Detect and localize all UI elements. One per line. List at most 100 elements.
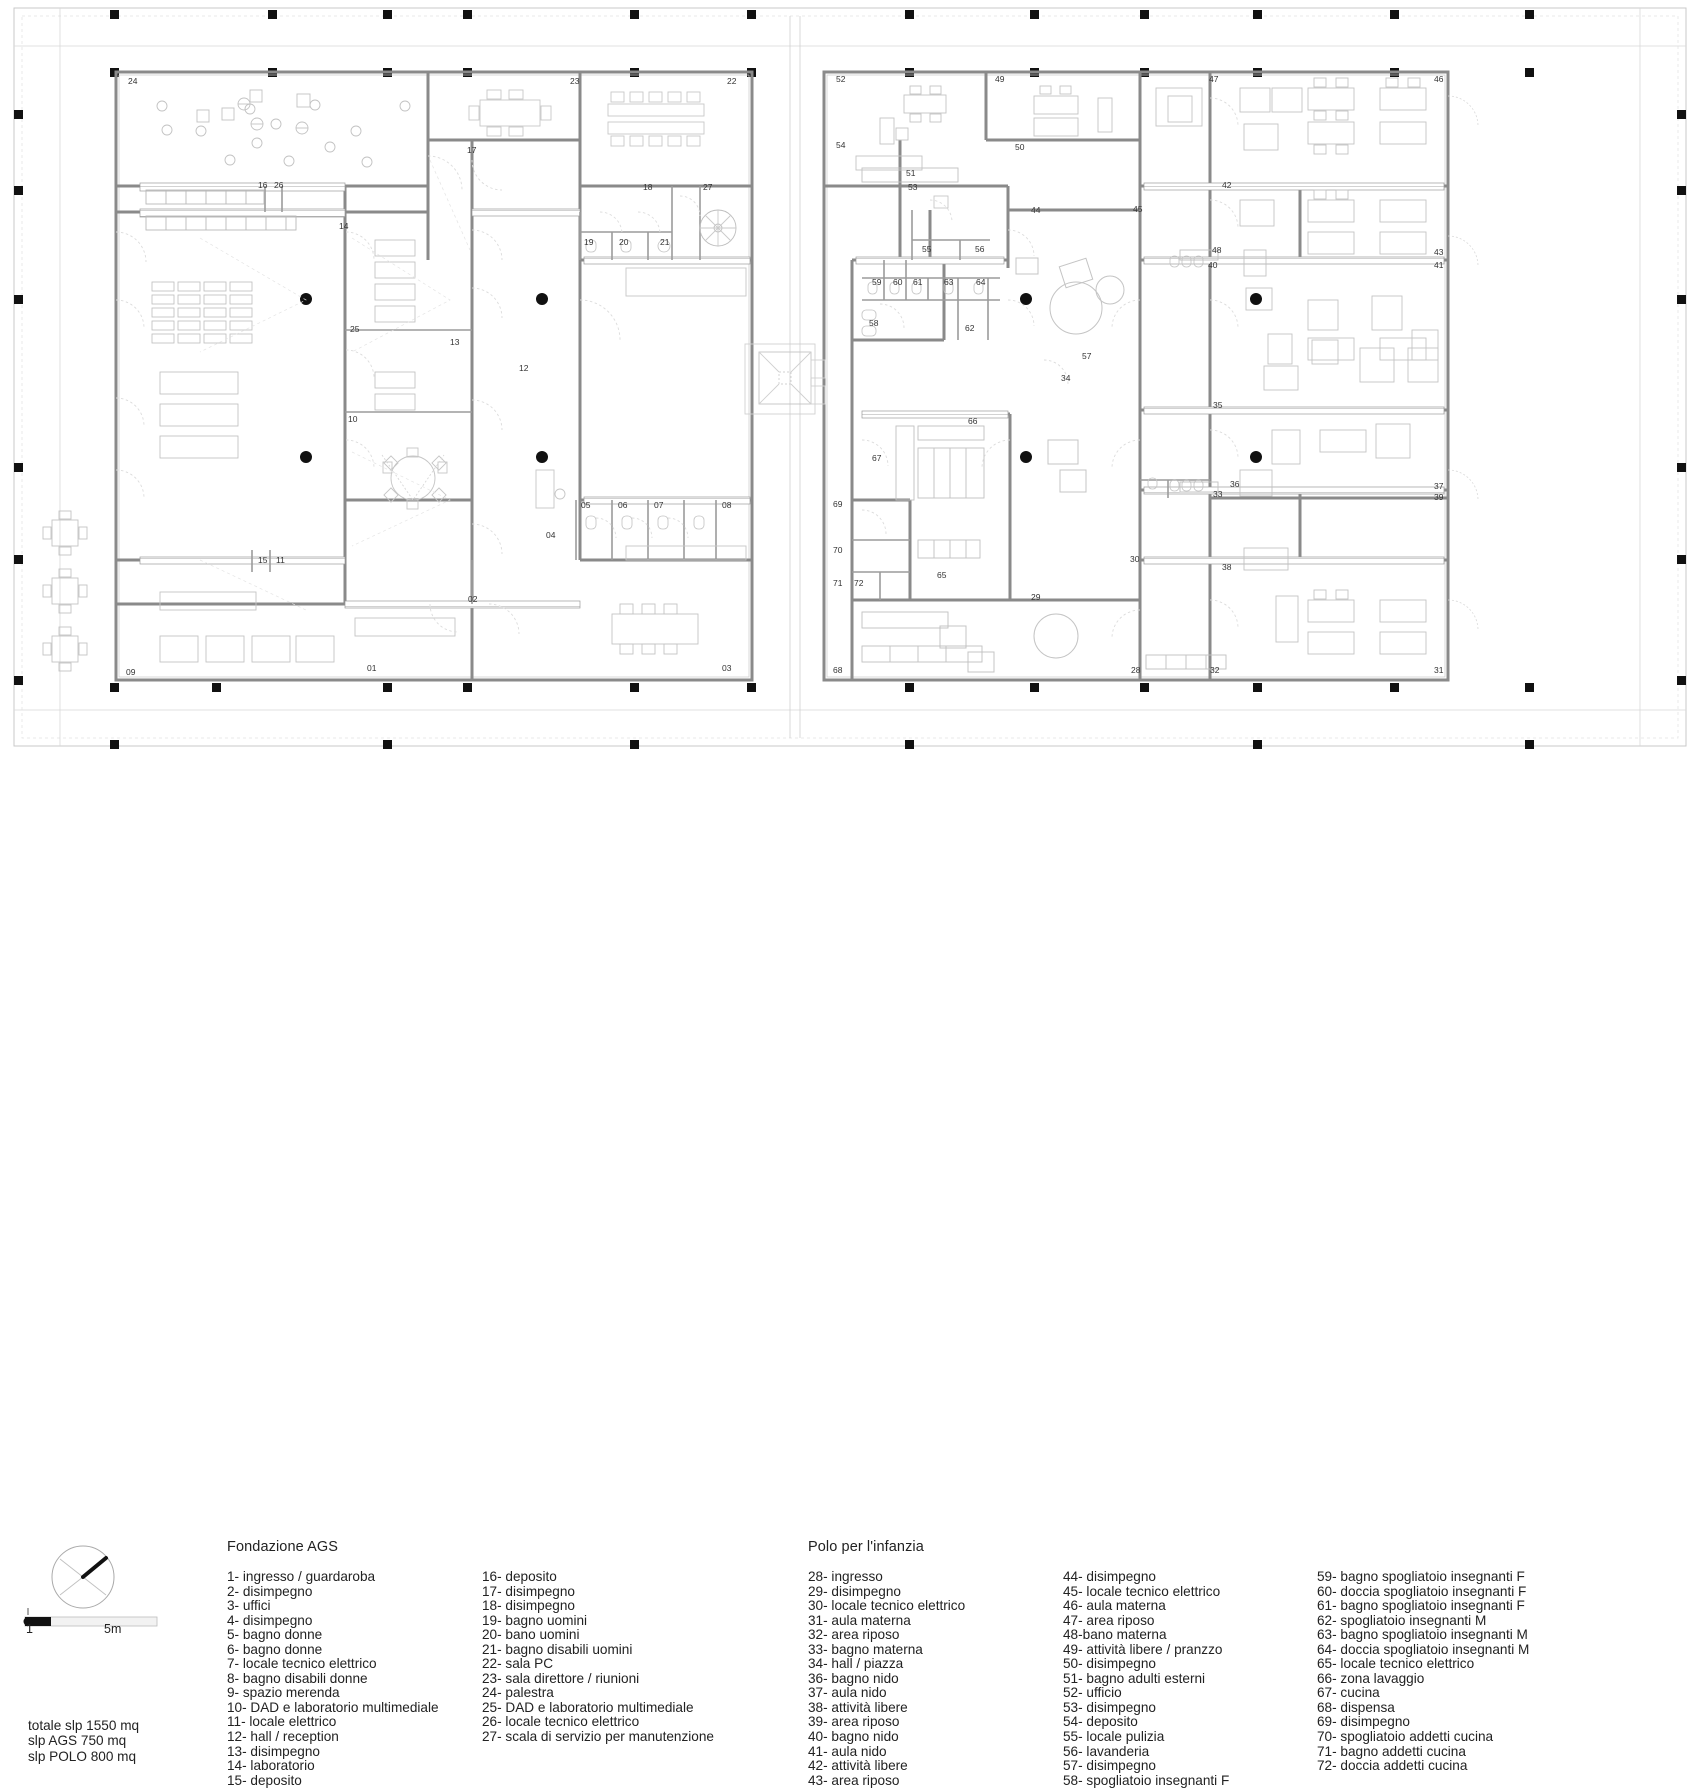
legend-item: 37- aula nido [808,1685,887,1701]
door-swings-polo [861,97,1239,639]
legend-item: 13- disimpegno [227,1743,320,1759]
room-number-tag: 06 [618,500,628,510]
room-number-tag: 67 [872,453,882,463]
room-number-tag: 51 [906,168,916,178]
room-number-tag: 71 [833,578,843,588]
room-number-tag: 64 [976,277,986,287]
legend-item: 15- deposito [227,1772,302,1788]
room-number-tag: 39 [1434,492,1444,502]
room-number-tag: 50 [1015,142,1025,152]
scale-end-label: 5m [104,1622,122,1636]
legend-item: 20- bano uomini [482,1627,580,1643]
legend-item: 48-bano materna [1063,1627,1167,1643]
legend-item: 22- sala PC [482,1656,554,1672]
legend-item: 12- hall / reception [227,1729,339,1745]
room-number-tag: 69 [833,499,843,509]
legend-item: 69- disimpegno [1317,1714,1410,1730]
room-number-tag: 54 [836,140,846,150]
legend-item: 65- locale tecnico elettrico [1317,1656,1475,1672]
room-number-tag: 13 [450,337,460,347]
legend-item: 36- bagno nido [808,1670,899,1686]
room-number-tag: 45 [1133,204,1143,214]
room-number-tag: 34 [1061,373,1071,383]
room-number-tag: 38 [1222,562,1232,572]
room-number-tag: 07 [654,500,664,510]
furniture-lab-round [381,447,448,510]
legend-item: 28- ingresso [808,1569,883,1584]
room-number-tag: 32 [1210,665,1220,675]
legend-item: 39- area riposo [808,1714,900,1730]
room-number-tag: 43 [1434,247,1444,257]
building-ags [42,70,754,682]
room-number-tag: 52 [836,74,846,84]
title-block: 1 5m Fondazione AGS Polo per l'infanzia … [0,760,1700,1787]
room-number-tag: 70 [833,545,843,555]
legend-item: 31- aula materna [808,1612,911,1628]
legend-item: 58- spogliatoio insegnanti F [1063,1772,1230,1788]
legend-item: 23- sala direttore / riunioni [482,1670,640,1686]
room-number-tag: 57 [1082,351,1092,361]
room-number-tag: 68 [833,665,843,675]
legend-item: 6- bagno donne [227,1641,323,1657]
legend-item: 16- deposito [482,1569,557,1584]
legend-item: 55- locale pulizia [1063,1729,1165,1745]
legend-item: 50- disimpegno [1063,1656,1156,1672]
room-number-tag: 22 [727,76,737,86]
legend-item: 72- doccia addetti cucina [1317,1758,1468,1774]
legend-item: 43- area riposo [808,1772,900,1788]
legend-item: 57- disimpegno [1063,1758,1156,1774]
room-number-tag: 56 [975,244,985,254]
legend-item: 32- area riposo [808,1627,900,1643]
building-polo [822,70,1479,682]
legend-item: 44- disimpegno [1063,1569,1156,1584]
furniture-meeting-table [468,89,552,137]
plan-svg: 2423221716261827141920212513121015110506… [13,7,1687,749]
legend-item: 56- lavanderia [1063,1743,1150,1759]
legend-item: 5- bagno donne [227,1627,323,1643]
legend-item: 46- aula materna [1063,1598,1166,1614]
legend-item: 59- bagno spogliatoio insegnanti F [1317,1569,1525,1584]
scale-bar [23,1608,158,1627]
column-markers [14,10,1686,749]
fixtures-wc [585,239,705,530]
legend-item: 51- bagno adulti esterni [1063,1670,1206,1686]
furniture-desks [151,239,416,459]
area-note-ags: slp AGS 750 mq [28,1733,127,1749]
room-number-tag: 33 [1213,489,1223,499]
legend-item: 9- spazio merenda [227,1685,340,1701]
room-number-tag: 25 [350,324,360,334]
legend-heading-polo: Polo per l'infanzia [808,1539,924,1555]
furniture-kitchen [861,425,985,663]
room-number-tag: 55 [922,244,932,254]
room-number-tag: 60 [893,277,903,287]
room-number-tag: 20 [619,237,629,247]
room-number-tag: 30 [1130,554,1140,564]
furniture-office [855,85,1303,497]
furniture-classrooms [1243,77,1439,655]
legend-item: 7- locale tecnico elettrico [227,1656,377,1672]
room-number-tag: 28 [1131,665,1141,675]
furniture-storage [861,167,1227,670]
legend-item: 8- bagno disabili donne [227,1670,368,1686]
room-number-tag: 23 [570,76,580,86]
legend-item: 10- DAD e laboratorio multimediale [227,1699,439,1715]
room-number-tag: 65 [937,570,947,580]
legend-item: 41- aula nido [808,1743,887,1759]
legend-item: 21- bagno disabili uomini [482,1641,633,1657]
legend-item: 67- cucina [1317,1685,1380,1701]
north-arrow-icon [51,1545,115,1609]
legend-item: 27- scala di servizio per manutenzione [482,1729,714,1745]
fixtures-wc-polo [861,195,1204,492]
legend-item: 63- bagno spogliatoio insegnanti M [1317,1627,1528,1643]
legend-item: 2- disimpegno [227,1583,313,1599]
room-number-tag: 53 [908,182,918,192]
room-number-tag: 03 [722,663,732,673]
furniture-hall-piazza [939,257,1125,673]
legend-item: 68- dispensa [1317,1699,1395,1715]
legend-item: 52- ufficio [1063,1685,1122,1701]
room-number-tag: 09 [126,667,136,677]
